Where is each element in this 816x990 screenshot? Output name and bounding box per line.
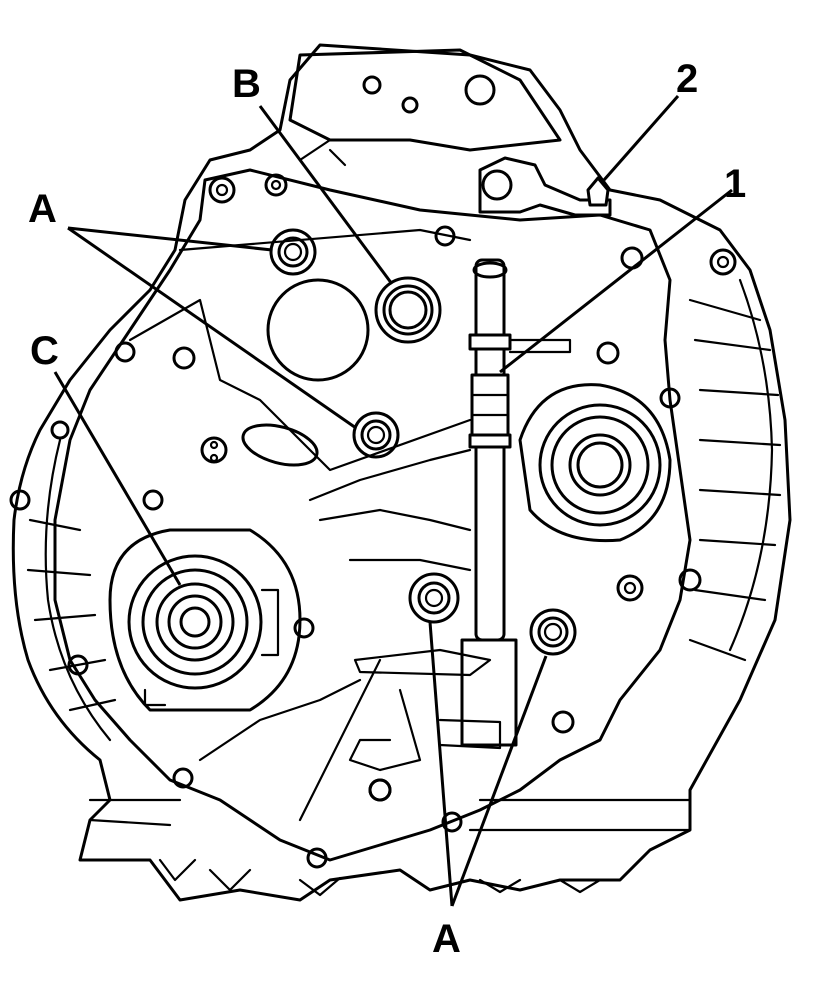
oval-slot	[241, 423, 319, 467]
right-bearing	[518, 383, 672, 543]
inner-flange	[53, 168, 692, 862]
leader-a-bottom-2	[450, 655, 548, 907]
selector-lever	[478, 156, 612, 217]
bearing-c	[108, 528, 302, 712]
leader-a-bottom-1	[428, 621, 454, 907]
leader-2	[602, 95, 680, 181]
seal-a-3	[408, 572, 460, 624]
leader-lines	[53, 95, 733, 907]
label-c: C	[30, 329, 59, 373]
top-bracket	[288, 48, 562, 167]
label-1: 1	[724, 162, 746, 206]
label-a-top: A	[28, 187, 57, 231]
leader-c	[53, 371, 182, 586]
access-port-circle	[266, 278, 370, 382]
label-2: 2	[676, 57, 698, 101]
callout-labels: A B C 1 2 A	[28, 57, 746, 961]
seal-a-1	[269, 228, 317, 276]
seal-a-2	[352, 411, 400, 459]
label-a-bottom: A	[432, 917, 461, 961]
leader-b	[258, 105, 394, 285]
leader-a-top-1	[67, 226, 273, 252]
flange-bolts	[9, 173, 737, 869]
leader-1	[499, 188, 733, 374]
seal-a-4	[529, 608, 577, 656]
label-b: B	[232, 62, 261, 106]
housing-outline	[11, 43, 792, 902]
shift-rod	[348, 258, 572, 802]
seal-b	[374, 276, 442, 344]
leader-a-top-2	[67, 226, 357, 430]
